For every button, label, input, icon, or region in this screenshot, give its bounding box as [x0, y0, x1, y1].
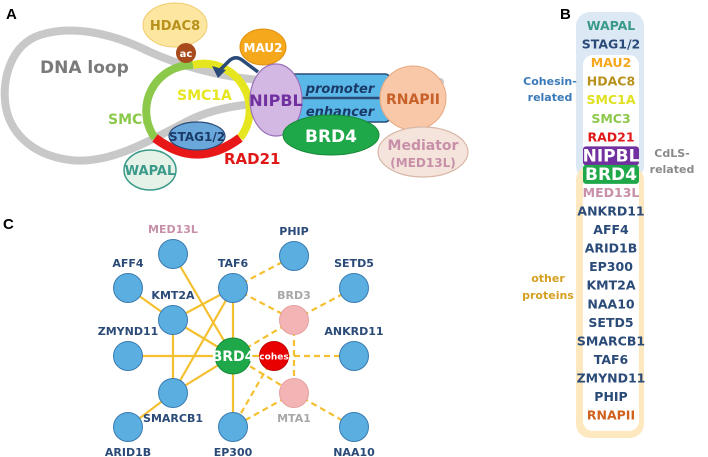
smc1a-label: SMC1A: [177, 88, 232, 104]
dna-loop: [0, 26, 444, 165]
panel-b-label: B: [560, 6, 571, 23]
list-item-zmynd11: ZMYND11: [577, 370, 646, 385]
edge-solid-taf6-smarcb1: [172, 287, 234, 394]
stag-shape: [168, 121, 226, 151]
panel-a-diagram: DNA loop HDAC8 ac SMC1A SMC3 STAG1/2 RAD…: [0, 2, 469, 191]
mau2-label: MAU2: [244, 41, 283, 55]
node-label-phip: PHIP: [279, 225, 308, 238]
node-label-med13l: MED13L: [148, 223, 198, 236]
node-cohes: [259, 341, 289, 371]
node-kmt2a: [158, 305, 188, 335]
rad21-label: RAD21: [224, 150, 280, 168]
node-brd3: [279, 305, 309, 335]
cohesin-related-label-1: Cohesin-: [523, 75, 577, 88]
node-phip: [279, 241, 309, 271]
promoter-label: promoter: [305, 82, 376, 97]
list-item-arid1b: ARID1B: [585, 241, 638, 256]
node-label-brd4: BRD4: [212, 349, 255, 365]
list-item-med13l: MED13L: [583, 185, 640, 200]
node-ep300: [218, 412, 248, 442]
node-label-zmynd11: ZMYND11: [98, 325, 159, 338]
list-item-aff4: AFF4: [593, 222, 629, 237]
node-label-aff4: AFF4: [112, 257, 144, 270]
list-item-smarcb1: SMARCB1: [577, 333, 645, 348]
node-label-mta1: MTA1: [277, 412, 311, 425]
med13l-label: (MED13L): [390, 156, 455, 170]
list-item-ep300: EP300: [589, 259, 633, 274]
list-item-setd5: SETD5: [588, 315, 633, 330]
nipbl-label: NIPBL: [249, 91, 302, 110]
ac-label: ac: [180, 49, 193, 60]
node-label-kmt2a: KMT2A: [151, 289, 195, 302]
list-item-taf6: TAF6: [594, 352, 629, 367]
node-med13l: [158, 239, 188, 269]
list-item-ankrd11: ANKRD11: [577, 204, 644, 219]
badge-nipbl: [583, 146, 639, 166]
node-smarcb1: [158, 378, 188, 408]
mediator-label: Mediator: [388, 138, 459, 154]
brd4-shape: [282, 114, 380, 156]
smc3-label: SMC3: [108, 112, 152, 128]
node-label-ep300: EP300: [214, 446, 253, 457]
list-item-rnapii: RNAPII: [587, 408, 635, 423]
nipbl-shape: [249, 63, 303, 137]
stag-label: STAG1/2: [169, 130, 225, 144]
other-proteins-label-1: other: [531, 272, 565, 285]
hdac8-label: HDAC8: [150, 19, 200, 34]
node-label-setd5: SETD5: [334, 257, 374, 270]
cohesin-related-label-2: related: [528, 91, 573, 104]
node-naa10: [339, 412, 369, 442]
node-label-ankrd11: ANKRD11: [324, 325, 383, 338]
node-label-taf6: TAF6: [218, 257, 249, 270]
list-item-nipbl: NIPBL: [583, 146, 640, 166]
list-item-smc3: SMC3: [591, 111, 630, 126]
node-label-naa10: NAA10: [333, 446, 375, 457]
loading-arrow: [216, 56, 260, 74]
list-item-rad21: RAD21: [587, 129, 634, 144]
other-proteins-label-2: proteins: [522, 289, 574, 302]
rnapii-label: RNAPII: [386, 92, 440, 108]
mediator-shape: [377, 126, 469, 178]
ac-mark: [176, 43, 196, 63]
node-taf6: [218, 273, 248, 303]
node-brd4: [214, 337, 252, 375]
mau2-shape: [239, 28, 287, 66]
node-label-arid1b: ARID1B: [105, 446, 151, 457]
list-item-wapal: WAPAL: [587, 18, 636, 33]
node-label-brd3: BRD3: [277, 289, 311, 302]
list-item-brd4: BRD4: [585, 165, 637, 185]
list-item-phip: PHIP: [594, 389, 627, 404]
panel-a-label: A: [6, 6, 17, 23]
list-item-smc1a: SMC1A: [587, 92, 636, 107]
dna-loop-label: DNA loop: [40, 58, 129, 78]
wapal-shape: [123, 149, 177, 191]
node-ankrd11: [339, 341, 369, 371]
brd4-label: BRD4: [305, 127, 357, 147]
node-label-smarcb1: SMARCB1: [143, 412, 203, 425]
node-arid1b: [113, 412, 143, 442]
list-item-naa10: NAA10: [587, 296, 635, 311]
rad21-arc: [152, 134, 243, 159]
node-zmynd11: [113, 341, 143, 371]
node-aff4: [113, 273, 143, 303]
hdac8-shape: [142, 2, 208, 48]
node-label-cohes: cohes: [259, 353, 288, 363]
list-item-hdac8: HDAC8: [587, 74, 635, 89]
node-setd5: [339, 273, 369, 303]
cdls-related-label-1: CdLS-: [654, 147, 689, 160]
cdls-related-label-2: related: [650, 163, 695, 176]
list-item-mau2: MAU2: [591, 55, 632, 70]
list-item-stag1-2: STAG1/2: [582, 37, 640, 52]
smc3-arc: [142, 60, 194, 141]
arrowhead-icon: [212, 66, 226, 78]
panel-c-label: C: [3, 216, 14, 233]
smc1a-arc: [192, 59, 254, 141]
list-item-kmt2a: KMT2A: [586, 278, 635, 293]
wapal-label: WAPAL: [125, 164, 176, 179]
node-mta1: [279, 378, 309, 408]
badge-brd4: [583, 164, 639, 184]
